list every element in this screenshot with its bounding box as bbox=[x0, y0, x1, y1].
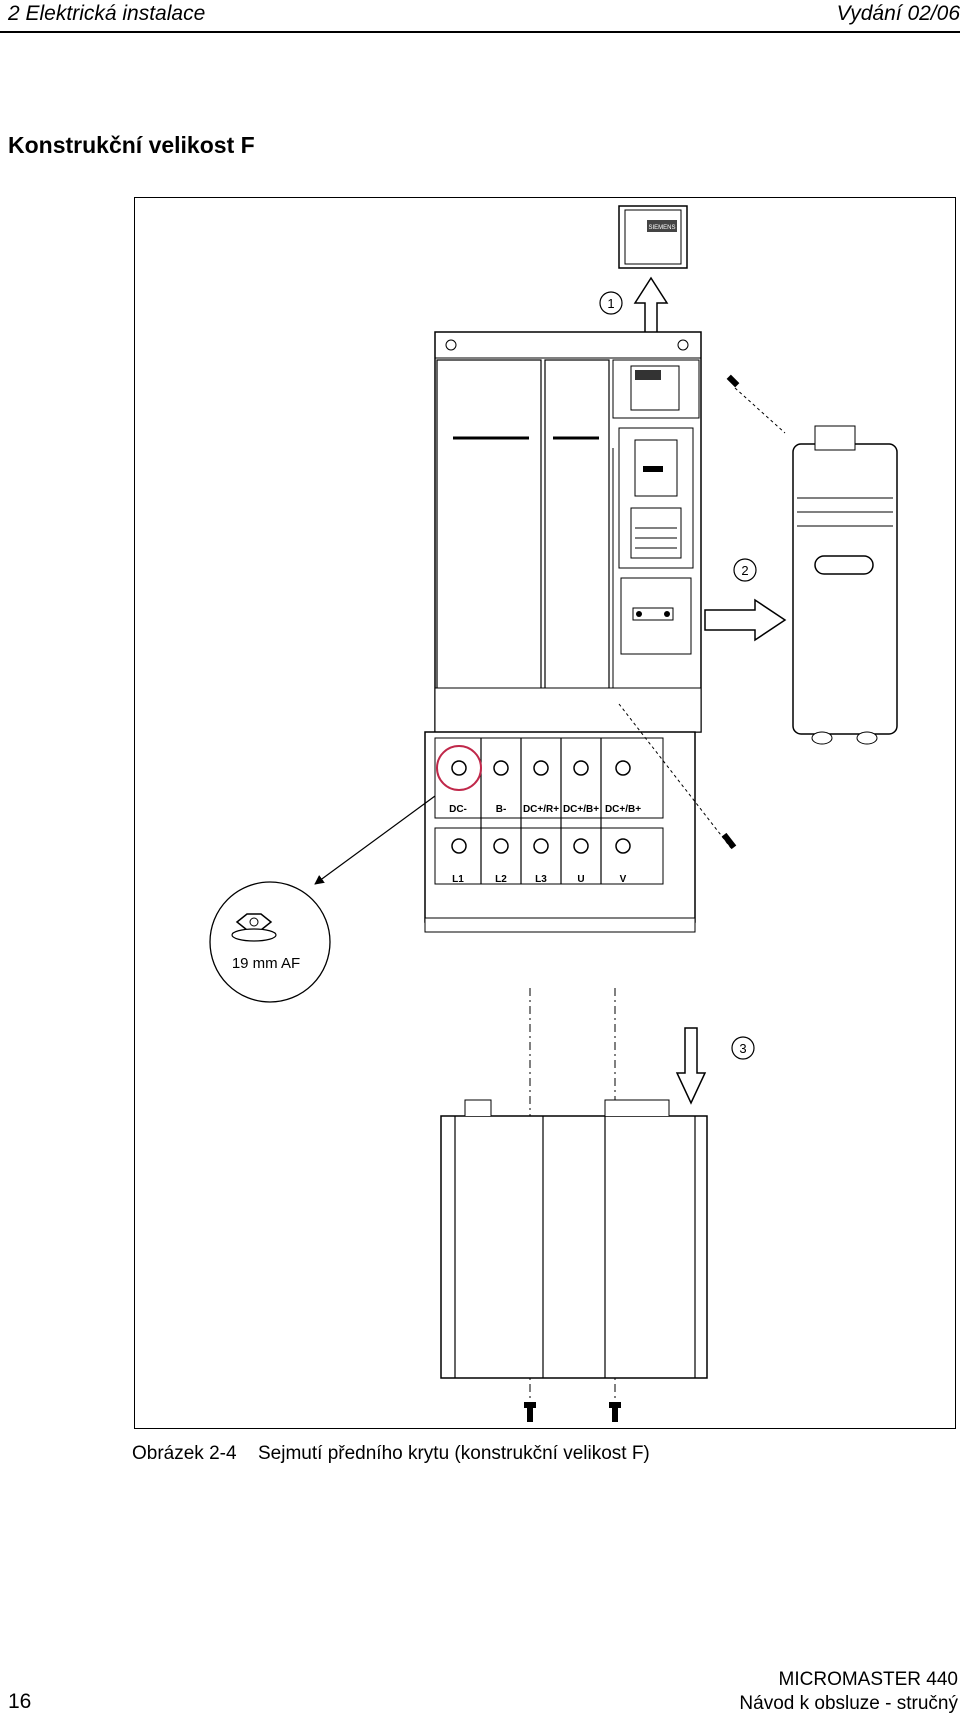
header-chapter: 2 Elektrická instalace bbox=[8, 2, 206, 25]
inverter-housing bbox=[434, 331, 702, 733]
terminal-l1: L1 bbox=[452, 874, 464, 885]
footer-doc: Návod k obsluze - stručný bbox=[739, 1693, 958, 1714]
figure-frame: SIEMENS 1 bbox=[134, 197, 956, 1429]
operator-panel: SIEMENS bbox=[618, 205, 688, 269]
terminal-dc-minus: DC- bbox=[449, 804, 467, 815]
header-rule bbox=[0, 31, 960, 33]
callout-2 bbox=[733, 558, 757, 582]
terminal-l2: L2 bbox=[495, 874, 507, 885]
callout-1 bbox=[599, 291, 623, 315]
panel-brand: SIEMENS bbox=[648, 225, 675, 231]
terminal-v: V bbox=[620, 874, 627, 885]
terminal-u: U bbox=[577, 874, 584, 885]
page-number: 16 bbox=[8, 1690, 32, 1713]
terminal-dc-plus-r: DC+/R+ bbox=[523, 804, 559, 815]
terminal-block: DC- B- DC+/R+ DC+/B+ DC+/B+ L1 L2 L3 U V bbox=[424, 731, 696, 933]
highlight-nut-ring bbox=[436, 745, 482, 791]
screw-icon bbox=[524, 1402, 621, 1422]
terminal-b-minus: B- bbox=[496, 804, 507, 815]
front-cover-removal-drawing: SIEMENS 1 bbox=[209, 205, 898, 1422]
caption-text: Sejmutí předního krytu (konstrukční veli… bbox=[258, 1443, 650, 1464]
section-title: Konstrukční velikost F bbox=[8, 132, 255, 158]
arrow-down-3 bbox=[675, 1027, 707, 1105]
callout-2-label: 2 bbox=[741, 563, 748, 578]
caption-number: Obrázek 2-4 bbox=[132, 1443, 237, 1464]
zoom-detail-circle bbox=[209, 881, 331, 1003]
callout-1-label: 1 bbox=[607, 296, 614, 311]
callout-3 bbox=[731, 1036, 755, 1060]
terminal-dc-plus-b-2: DC+/B+ bbox=[605, 804, 641, 815]
footer-product: MICROMASTER 440 bbox=[778, 1669, 958, 1690]
zoom-label: 19 mm AF bbox=[232, 955, 300, 972]
nut-icon bbox=[231, 913, 277, 942]
zoom-leader-arrow bbox=[314, 795, 436, 885]
side-cover bbox=[792, 425, 898, 745]
callout-3-label: 3 bbox=[739, 1041, 746, 1056]
front-cover bbox=[440, 1099, 708, 1379]
arrow-right-2 bbox=[704, 598, 787, 642]
terminal-l3: L3 bbox=[535, 874, 547, 885]
header-edition: Vydání 02/06 bbox=[836, 2, 960, 25]
footer-product-info: MICROMASTER 440 Návod k obsluze - stručn… bbox=[558, 1668, 958, 1716]
figure-caption: Obrázek 2-4 Sejmutí předního krytu (konst… bbox=[132, 1443, 650, 1465]
terminal-dc-plus-b-1: DC+/B+ bbox=[563, 804, 599, 815]
